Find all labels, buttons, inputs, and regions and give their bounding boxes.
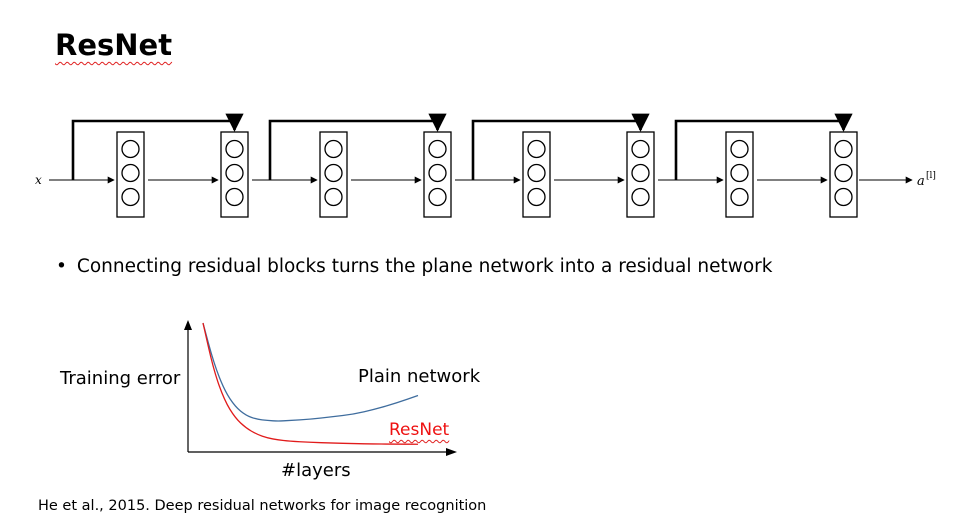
neuron-node xyxy=(834,139,853,159)
neuron-node xyxy=(730,163,749,183)
neuron-node xyxy=(428,139,447,159)
plot-layer-group xyxy=(184,320,457,456)
y-axis-arrowhead xyxy=(184,320,192,330)
x-axis-label: #layers xyxy=(281,460,351,481)
residual-network-diagram: x a[l] xyxy=(35,113,936,218)
neuron-node xyxy=(631,163,650,183)
neuron-node xyxy=(631,139,650,159)
plain-network-curve xyxy=(202,322,419,422)
skip-connection xyxy=(268,113,447,180)
neuron-node xyxy=(730,139,749,159)
neuron-node xyxy=(631,187,650,207)
network-layer-group: x a[l] xyxy=(35,113,936,218)
neuron-node xyxy=(121,187,140,207)
neuron-node xyxy=(225,163,244,183)
neuron-node xyxy=(527,163,546,183)
output-label-superscript: [l] xyxy=(926,171,936,181)
skip-connection xyxy=(471,113,650,180)
slide-title: ResNet xyxy=(55,28,173,62)
bullet-symbol: • xyxy=(56,256,67,277)
neuron-node xyxy=(428,187,447,207)
neuron-node xyxy=(527,139,546,159)
neuron-node xyxy=(324,187,343,207)
neuron-node xyxy=(527,187,546,207)
neuron-node xyxy=(324,139,343,159)
neuron-node xyxy=(121,139,140,159)
legend-plain-network: Plain network xyxy=(358,366,481,387)
neuron-node xyxy=(121,163,140,183)
input-label-x: x xyxy=(35,173,42,187)
neuron-node xyxy=(225,139,244,159)
bullet-text: Connecting residual blocks turns the pla… xyxy=(76,256,773,277)
neuron-node xyxy=(730,187,749,207)
neuron-node xyxy=(428,163,447,183)
training-error-plot xyxy=(184,320,457,456)
neuron-node xyxy=(225,187,244,207)
x-axis-arrowhead xyxy=(446,448,457,456)
neuron-node xyxy=(834,187,853,207)
output-label-a: a xyxy=(917,174,925,189)
bullet-point: • Connecting residual blocks turns the pl… xyxy=(56,256,773,277)
y-axis-label: Training error xyxy=(60,368,181,389)
neuron-node xyxy=(834,163,853,183)
neuron-node xyxy=(324,163,343,183)
skip-connection xyxy=(674,113,853,180)
resnet-curve xyxy=(202,322,419,445)
citation: He et al., 2015. Deep residual networks … xyxy=(38,498,487,514)
skip-connection xyxy=(71,113,244,180)
legend-resnet: ResNet xyxy=(389,420,450,440)
